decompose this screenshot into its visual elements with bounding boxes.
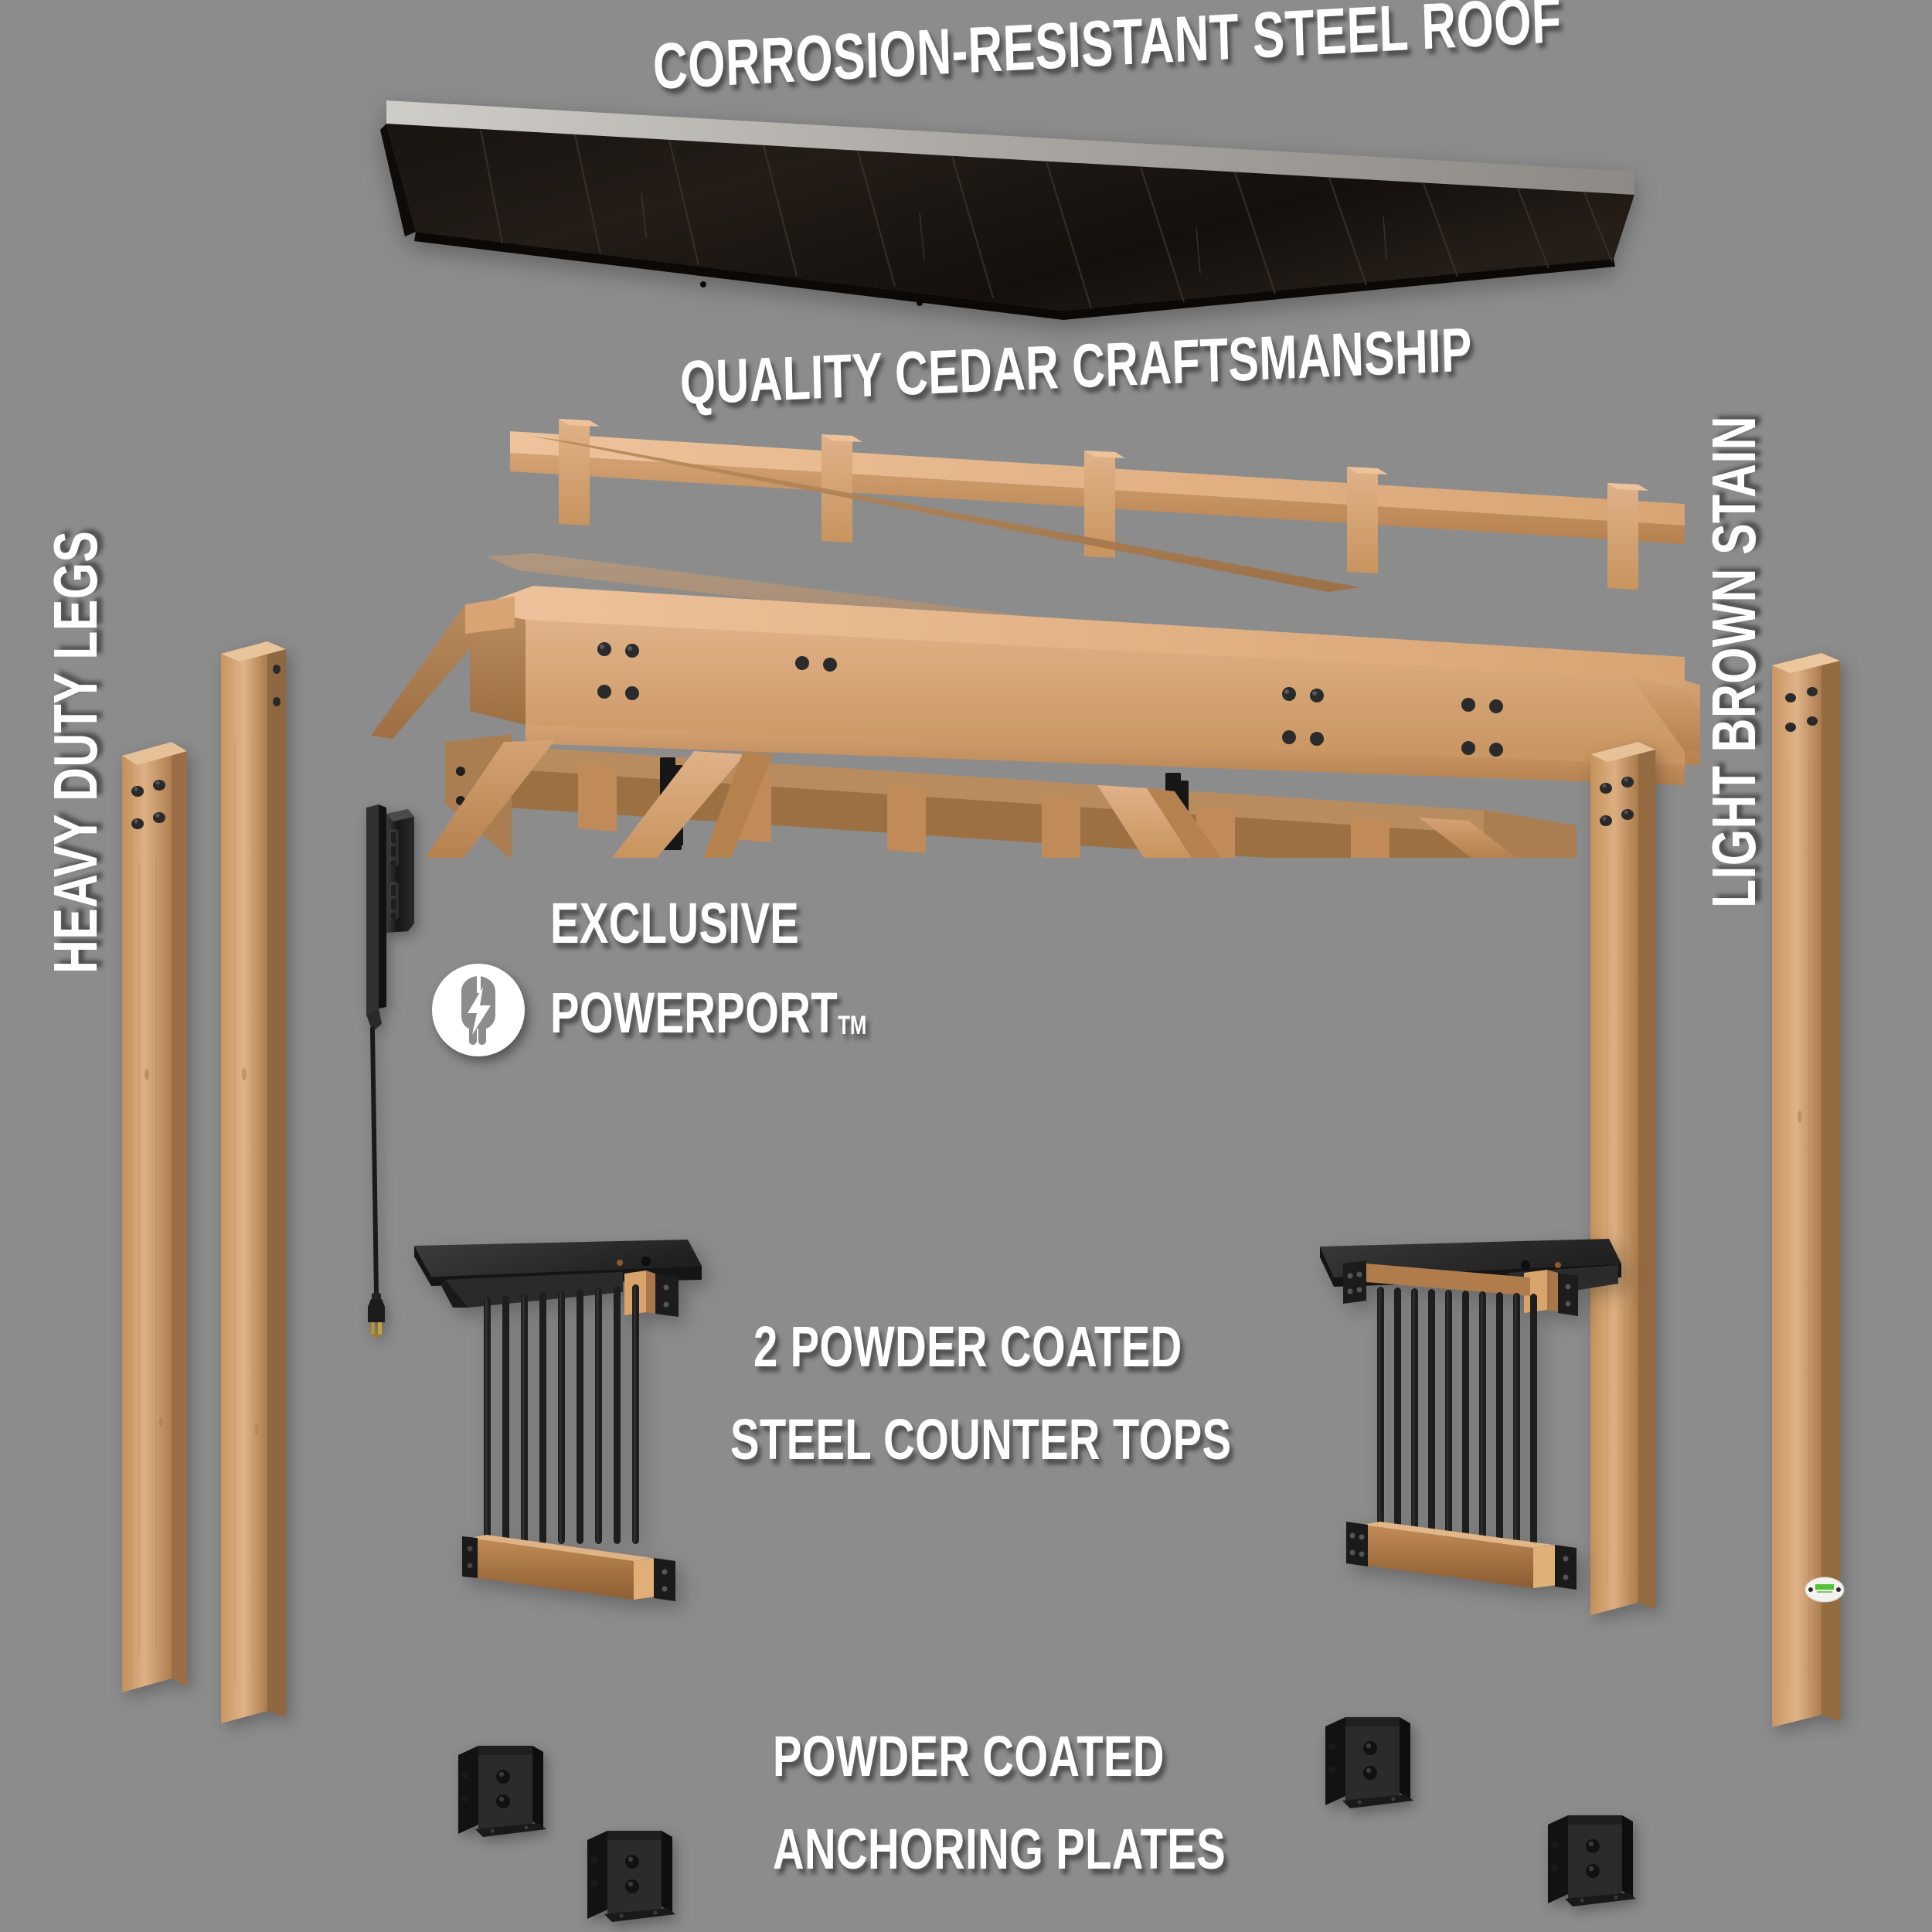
label-countertops-line1-text: 2 POWDER COATED [753, 1315, 1182, 1379]
anchoring-plate-1 [452, 1735, 553, 1851]
label-heavy-duty-legs: HEAVY DUTY LEGS [40, 391, 111, 974]
label-powerport: POWERPORTTM [550, 980, 967, 1046]
heavy-duty-leg-post-1 [116, 742, 193, 1692]
label-anchoring-line2-text: ANCHORING PLATES [773, 1817, 1226, 1881]
label-powerport-text: POWERPORT [550, 981, 838, 1045]
label-countertops-line2: STEEL COUNTER TOPS [730, 1406, 1389, 1472]
steel-roof-panel [379, 100, 1638, 348]
anchoring-plate-2 [581, 1820, 682, 1932]
heavy-duty-leg-post-2 [216, 641, 294, 1723]
label-powerport-tm: TM [838, 1011, 867, 1040]
powerport-plug-bolt-icon [429, 961, 528, 1060]
quality-certification-sticker [1804, 1577, 1845, 1603]
label-heavy-duty-legs-text: HEAVY DUTY LEGS [41, 530, 110, 974]
heavy-duty-leg-post-3 [1584, 742, 1662, 1615]
label-light-brown-stain-text: LIGHT BROWN STAIN [1699, 416, 1768, 908]
label-exclusive-text: EXCLUSIVE [550, 891, 800, 955]
label-anchoring-line1: POWDER COATED [773, 1723, 1288, 1789]
label-exclusive: EXCLUSIVE [550, 890, 878, 956]
powerport-unit [355, 800, 448, 1449]
label-anchoring-line2: ANCHORING PLATES [773, 1816, 1369, 1882]
label-anchoring-line1-text: POWDER COATED [773, 1724, 1165, 1788]
label-steel-roof: CORROSION-RESISTANT STEEL ROOF [652, 0, 1881, 104]
anchoring-plate-3 [1319, 1706, 1420, 1822]
label-countertops-line2-text: STEEL COUNTER TOPS [730, 1407, 1232, 1471]
cedar-frame-assembly [371, 402, 1700, 858]
label-countertops-line1: 2 POWDER COATED [753, 1314, 1318, 1379]
anchoring-plate-4 [1542, 1804, 1642, 1920]
steel-counter-top-left [410, 1236, 711, 1638]
steel-counter-top-right [1306, 1233, 1623, 1627]
label-steel-roof-text: CORROSION-RESISTANT STEEL ROOF [651, 0, 1563, 103]
label-light-brown-stain: LIGHT BROWN STAIN [1699, 260, 1770, 908]
label-cedar-craftsmanship: QUALITY CEDAR CRAFTSMANSHIP [679, 315, 1750, 419]
heavy-duty-leg-post-4 [1766, 653, 1847, 1727]
